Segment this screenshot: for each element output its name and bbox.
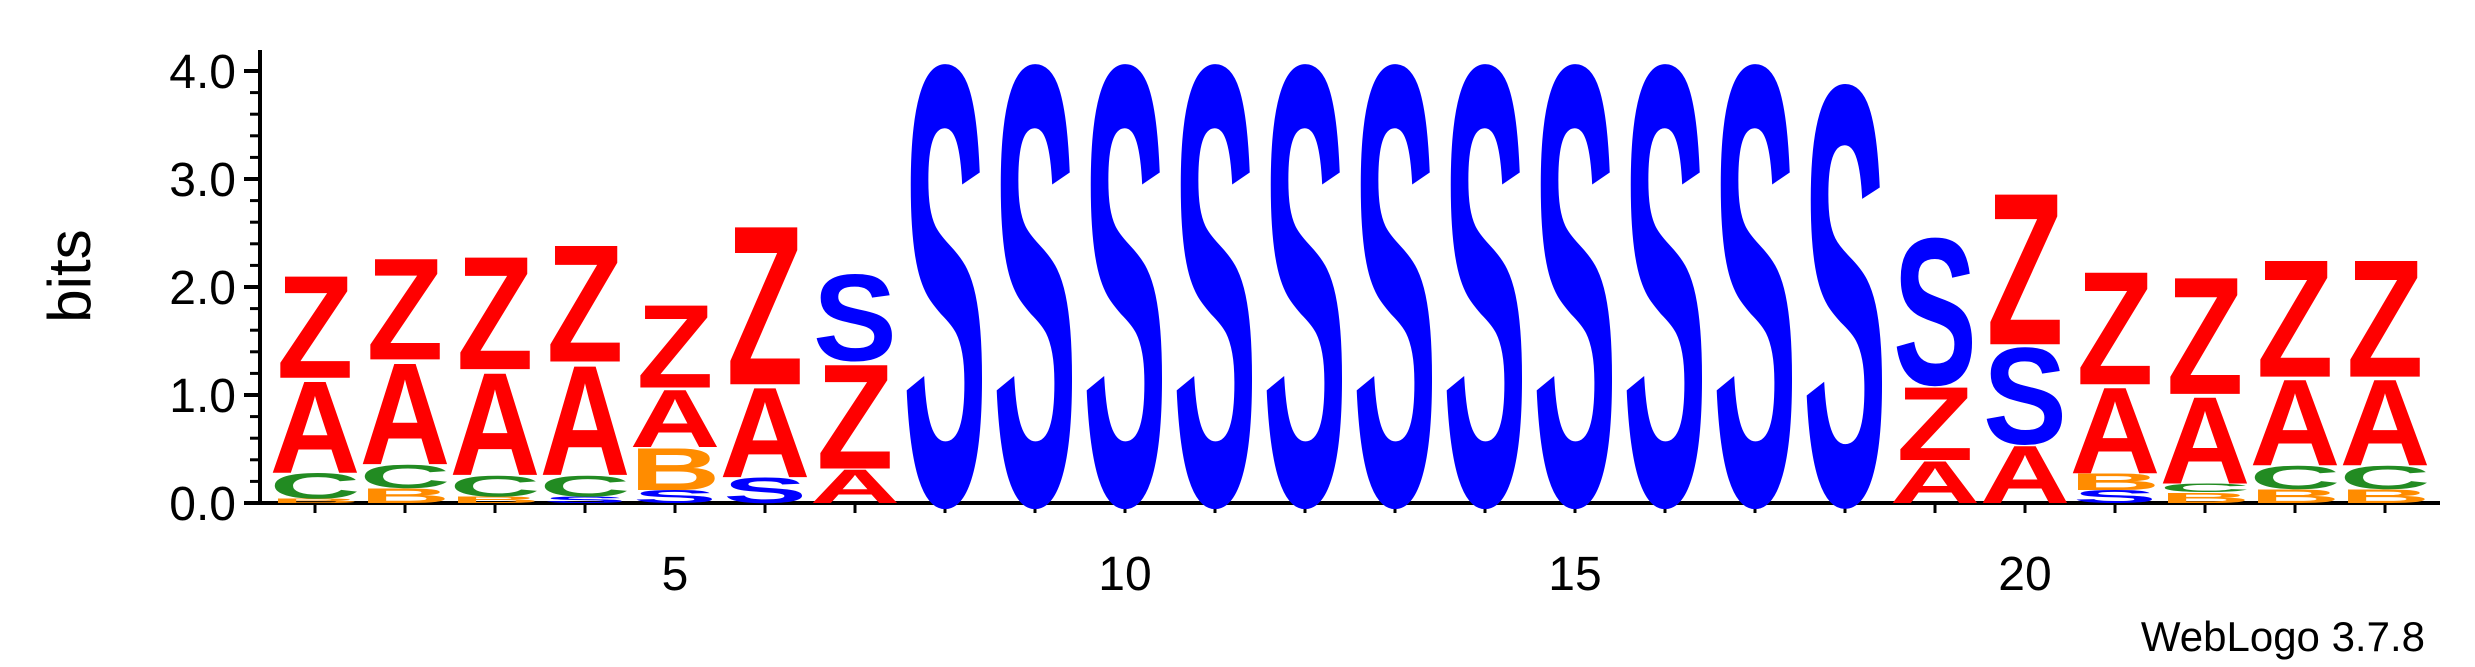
logo-letter-a: A bbox=[720, 361, 811, 505]
logo-letter-b: B bbox=[2250, 486, 2341, 508]
logo-letter-s: S bbox=[1983, 319, 2067, 473]
logo-letter-a: A bbox=[360, 332, 451, 495]
logo-letter-s: S bbox=[1083, 0, 1167, 638]
y-tick-label: 0.0 bbox=[169, 478, 236, 531]
logo-letter-z: Z bbox=[2167, 243, 2244, 430]
logo-letter-s: S bbox=[633, 487, 717, 507]
logo-letter-s: S bbox=[1443, 0, 1527, 638]
logo-letter-s: S bbox=[903, 0, 987, 638]
logo-letter-z: Z bbox=[727, 179, 804, 434]
logo-letter-z: Z bbox=[457, 223, 534, 404]
y-tick-label: 2.0 bbox=[169, 262, 236, 315]
logo-letter-s: S bbox=[1803, 0, 1887, 630]
logo-letter-z: Z bbox=[1897, 365, 1974, 483]
logo-letter-a: A bbox=[2340, 354, 2431, 491]
x-tick-label: 15 bbox=[1548, 548, 1601, 601]
weblogo-version: WebLogo 3.7.8 bbox=[2141, 613, 2425, 660]
logo-letter-a: A bbox=[2250, 354, 2341, 491]
logo-letter-c: C bbox=[360, 458, 451, 495]
logo-letter-b: B bbox=[270, 498, 361, 505]
logo-letter-a: A bbox=[450, 342, 541, 506]
y-tick-label: 3.0 bbox=[169, 154, 236, 207]
logo-letter-z: Z bbox=[547, 211, 624, 398]
logo-letter-s: S bbox=[723, 470, 807, 510]
logo-letter-a: A bbox=[540, 333, 631, 509]
logo-letter-c: C bbox=[450, 470, 541, 503]
logo-letter-s: S bbox=[2073, 487, 2157, 507]
logo-letter-b: B bbox=[630, 436, 721, 503]
logo-letter-a: A bbox=[2160, 371, 2251, 510]
logo-letter-z: Z bbox=[367, 228, 444, 391]
logo-letter-a: A bbox=[1890, 449, 1981, 516]
logo-letter-c: C bbox=[2340, 460, 2431, 497]
logo-letter-s: S bbox=[1353, 0, 1437, 638]
x-ticks: 5 10 15 20 bbox=[313, 503, 2387, 601]
logo-letter-b: B bbox=[360, 484, 451, 508]
y-axis-label: bits bbox=[36, 229, 103, 322]
x-tick-label: 10 bbox=[1098, 548, 1151, 601]
x-tick-label: 5 bbox=[662, 548, 689, 601]
logo-letter-z: Z bbox=[1987, 147, 2064, 391]
y-tick-label: 1.0 bbox=[169, 370, 236, 423]
logo-letter-s: S bbox=[1533, 0, 1617, 638]
logo-letter-s: S bbox=[1263, 0, 1347, 638]
logo-letter-s: S bbox=[543, 495, 627, 505]
logo-letter-z: Z bbox=[2347, 226, 2424, 413]
logo-letter-c: C bbox=[540, 470, 631, 503]
logo-letter-c: C bbox=[2250, 460, 2341, 497]
logo-letter-s: S bbox=[813, 250, 897, 387]
logo-letter-s: S bbox=[993, 0, 1077, 638]
logo-letter-s: S bbox=[1893, 194, 1977, 429]
logo-letter-z: Z bbox=[817, 334, 894, 501]
logo-letter-a: A bbox=[630, 372, 721, 464]
x-tick-label: 20 bbox=[1998, 548, 2051, 601]
logo-letter-c: C bbox=[2160, 481, 2251, 494]
logo-letter-z: Z bbox=[277, 244, 354, 408]
logo-letter-a: A bbox=[810, 460, 901, 513]
logo-letter-a: A bbox=[2070, 362, 2161, 499]
y-ticks: 0.0 1.0 2.0 3.0 4.0 bbox=[169, 46, 260, 531]
logo-letter-z: Z bbox=[637, 280, 714, 413]
logo-letter-z: Z bbox=[2077, 238, 2154, 419]
logo-letter-c: C bbox=[270, 466, 361, 506]
y-tick-label: 4.0 bbox=[169, 46, 236, 99]
logo-letter-b: B bbox=[2070, 469, 2161, 496]
logo-letter-a: A bbox=[1980, 429, 2071, 521]
logo-letter-s: S bbox=[1173, 0, 1257, 638]
logo-letter-a: A bbox=[270, 354, 361, 501]
logo-letter-z: Z bbox=[2257, 226, 2334, 413]
logo-letter-b: B bbox=[2340, 486, 2431, 508]
logo-letter-s: S bbox=[1623, 0, 1707, 638]
logo-letter-b: B bbox=[450, 495, 541, 505]
logo-letter-s: S bbox=[1713, 0, 1797, 638]
logo-letter-b: B bbox=[2160, 489, 2251, 506]
axes bbox=[258, 50, 2440, 505]
